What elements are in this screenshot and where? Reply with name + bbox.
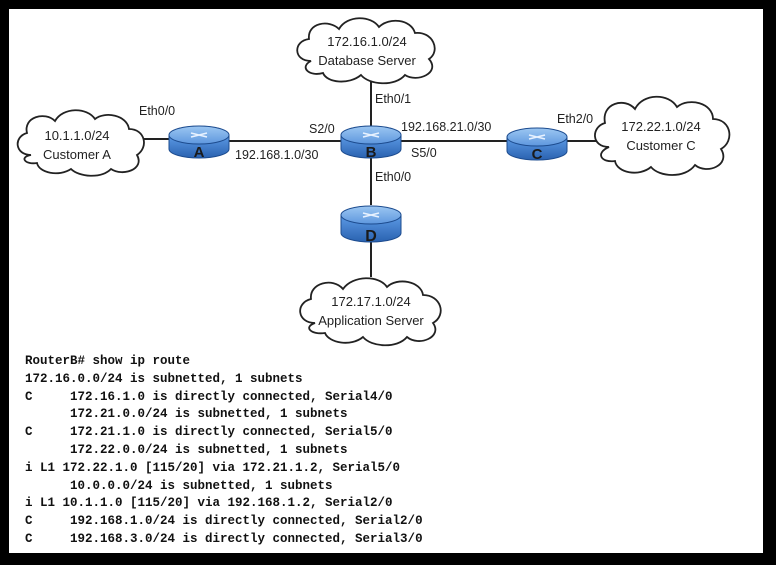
- cloud-label-customer-a: Customer A: [43, 147, 111, 162]
- cloud-customer-a: 10.1.1.0/24 Customer A: [16, 109, 145, 177]
- router-d: D: [340, 205, 402, 245]
- console-line: i L1 10.1.1.0 [115/20] via 192.168.1.2, …: [25, 496, 393, 511]
- iface-b-s20: S2/0: [309, 122, 335, 136]
- iface-c-eth20: Eth2/0: [557, 112, 593, 126]
- iface-b-eth00: Eth0/0: [375, 170, 411, 184]
- network-topology: 172.16.1.0/24 Database Server 10.1.1.0/2…: [16, 17, 731, 347]
- router-label-b: B: [366, 144, 377, 161]
- console-line: i L1 172.22.1.0 [115/20] via 172.21.1.2,…: [25, 460, 401, 475]
- iface-b-eth01: Eth0/1: [375, 92, 411, 106]
- iface-a-eth00: Eth0/0: [139, 104, 175, 118]
- console-line: C 192.168.3.0/24 is directly connected, …: [25, 531, 423, 546]
- console-line: 172.16.0.0/24 is subnetted, 1 subnets: [25, 371, 303, 386]
- cloud-database-server: 172.16.1.0/24 Database Server: [296, 17, 436, 85]
- console-line: RouterB# show ip route: [25, 354, 191, 368]
- cloud-network-customer-a: 10.1.1.0/24: [44, 128, 109, 143]
- link-label-ab: 192.168.1.0/30: [235, 148, 318, 162]
- console-line: 172.22.0.0/24 is subnetted, 1 subnets: [25, 442, 348, 457]
- router-c: C: [506, 127, 568, 163]
- cloud-application-server: 172.17.1.0/24 Application Server: [299, 277, 442, 347]
- cloud-label-database: Database Server: [318, 53, 416, 68]
- cloud-label-customer-c: Customer C: [626, 138, 695, 153]
- console-line: 10.0.0.0/24 is subnetted, 1 subnets: [25, 478, 333, 493]
- router-a: A: [168, 125, 230, 161]
- console-line: 172.21.0.0/24 is subnetted, 1 subnets: [25, 407, 348, 422]
- link-label-bc: 192.168.21.0/30: [401, 120, 491, 134]
- cloud-network-customer-c: 172.22.1.0/24: [621, 119, 701, 134]
- iface-b-s50: S5/0: [411, 146, 437, 160]
- console-output: RouterB# show ip route 172.16.0.0/24 is s…: [25, 353, 585, 549]
- cloud-customer-c: 172.22.1.0/24 Customer C: [594, 95, 731, 176]
- cloud-label-application: Application Server: [318, 313, 424, 328]
- console-line: C 192.168.1.0/24 is directly connected, …: [25, 514, 423, 529]
- router-label-a: A: [194, 144, 205, 161]
- console-line: C 172.16.1.0 is directly connected, Seri…: [25, 389, 393, 404]
- router-label-c: C: [532, 146, 543, 163]
- console-line: C 172.21.1.0 is directly connected, Seri…: [25, 425, 393, 440]
- cloud-network-database: 172.16.1.0/24: [327, 34, 407, 49]
- cloud-network-application: 172.17.1.0/24: [331, 294, 411, 309]
- router-b: B: [340, 125, 402, 161]
- router-label-d: D: [365, 228, 377, 245]
- diagram-panel: 172.16.1.0/24 Database Server 10.1.1.0/2…: [7, 7, 765, 555]
